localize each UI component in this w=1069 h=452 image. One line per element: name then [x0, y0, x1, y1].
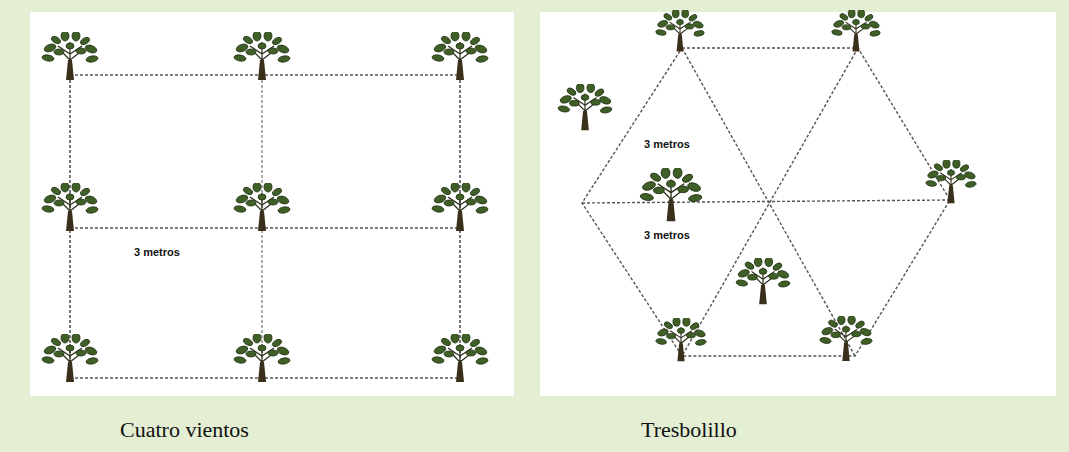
dimension-label: 3 metros: [642, 229, 692, 241]
tree-icons: [42, 9, 977, 382]
dimension-label: 3 metros: [132, 246, 182, 258]
hexagon-grid: [582, 48, 950, 356]
caption: Tresbolillo: [641, 417, 737, 443]
right-panel: [540, 12, 1056, 396]
caption: Cuatro vientos: [120, 417, 249, 443]
dimension-label: 3 metros: [642, 138, 692, 150]
left-panel: [30, 12, 514, 396]
square-grid: [70, 75, 460, 378]
